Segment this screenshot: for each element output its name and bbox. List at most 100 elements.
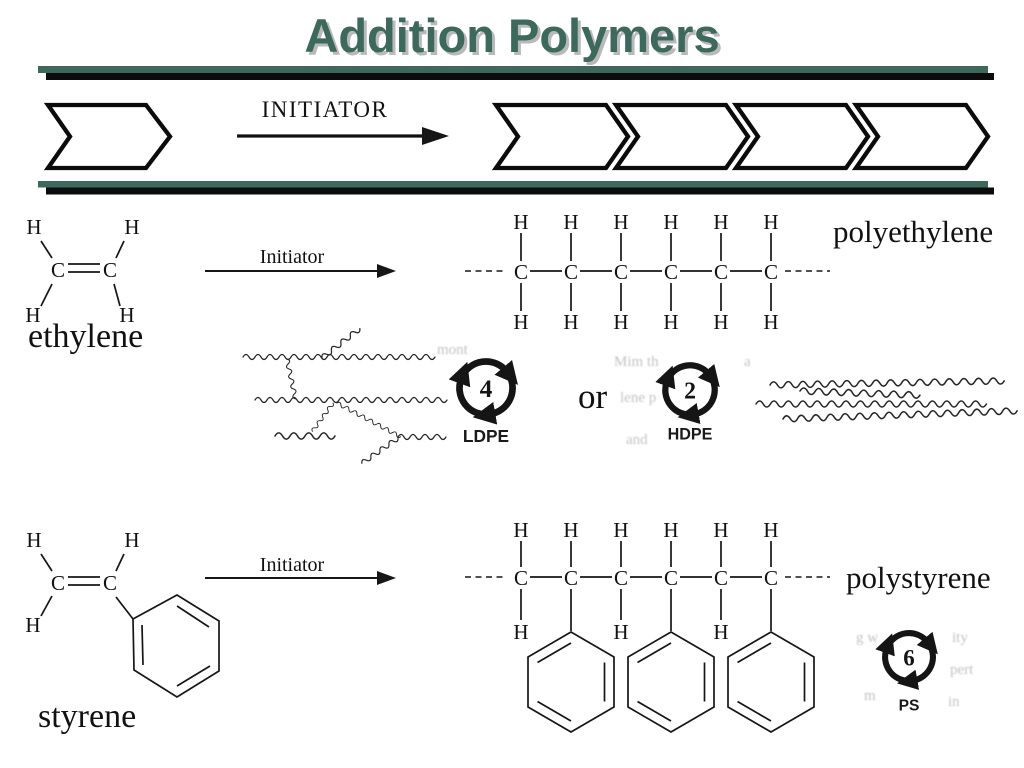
hydrogen-atom: H bbox=[613, 310, 628, 334]
hydrogen-atom: H bbox=[25, 303, 40, 327]
hydrogen-atom: H bbox=[663, 518, 678, 542]
bar-shadow bbox=[46, 187, 994, 195]
reaction-arrow-ethylene: Initiator bbox=[205, 246, 396, 278]
hydrogen-atom: H bbox=[513, 620, 528, 644]
branched-polymer-sketch bbox=[242, 325, 448, 466]
hydrogen-atom: H bbox=[763, 310, 778, 334]
polyethylene-label: polyethylene bbox=[833, 214, 993, 249]
scan-artifact: in bbox=[948, 694, 960, 710]
arrow-head-icon bbox=[377, 571, 396, 585]
hydrogen-atom: H bbox=[26, 528, 41, 552]
chevron-unit bbox=[851, 102, 991, 171]
hydrogen-atom: H bbox=[763, 210, 778, 234]
hydrogen-atom: H bbox=[25, 613, 40, 637]
polystyrene-label: polystyrene bbox=[846, 560, 991, 595]
scheme-divider-bar bbox=[38, 181, 994, 195]
hydrogen-atom: H bbox=[613, 210, 628, 234]
resin-code-number: 4 bbox=[480, 374, 493, 403]
ch-bond bbox=[40, 240, 53, 259]
resin-code-number: 2 bbox=[684, 379, 696, 405]
carbon-atom: C bbox=[714, 566, 728, 590]
carbon-atom: C bbox=[103, 258, 117, 282]
resin-code-label: LDPE bbox=[463, 426, 509, 446]
hydrogen-atom: H bbox=[563, 310, 578, 334]
title-underline-bar bbox=[38, 66, 994, 80]
ring-bonds bbox=[570, 589, 772, 631]
polystyrene-structure: H H H H H H C C C C C C H H H bbox=[465, 518, 991, 733]
carbon-atom: C bbox=[514, 260, 528, 284]
polymerization-scheme: INITIATOR bbox=[43, 97, 991, 171]
chevron-unit bbox=[731, 102, 871, 171]
resin-code-number: 6 bbox=[903, 645, 915, 670]
scan-artifacts: mont Mim th lene p and a g w ity pert in… bbox=[437, 342, 974, 710]
ethylene-label: ethylene bbox=[28, 318, 143, 355]
hydrogen-atom: H bbox=[713, 518, 728, 542]
hydrogen-atom: H bbox=[124, 215, 139, 239]
scan-artifact: mont bbox=[437, 342, 469, 358]
monomer-chevron bbox=[43, 102, 173, 171]
scan-artifact: g w bbox=[856, 630, 878, 646]
carbon-atom: C bbox=[664, 566, 678, 590]
scan-artifact: ity bbox=[952, 630, 968, 646]
linear-polymer-sketch bbox=[755, 377, 1018, 423]
hydrogen-atom: H bbox=[713, 310, 728, 334]
ch-bond bbox=[115, 240, 125, 259]
ch-bond bbox=[40, 595, 53, 617]
hydrogen-atom: H bbox=[26, 215, 41, 239]
ch-bonds-top bbox=[520, 233, 772, 261]
or-label: or bbox=[578, 377, 608, 416]
initiator-arrow-top: INITIATOR bbox=[237, 97, 449, 145]
scan-artifact: pert bbox=[950, 662, 974, 678]
ch-bond bbox=[40, 553, 53, 572]
initiator-small-label: Initiator bbox=[260, 246, 325, 268]
ldpe-recycling-symbol: 4 LDPE bbox=[453, 361, 521, 446]
benzene-ring bbox=[527, 631, 615, 733]
benzene-ring bbox=[132, 594, 220, 699]
scan-artifact: Mim th bbox=[614, 354, 659, 370]
carbon-atom: C bbox=[51, 258, 65, 282]
ethylene-structure: H H H H C C ethylene bbox=[25, 215, 143, 355]
carbon-atom: C bbox=[564, 260, 578, 284]
reaction-arrow-styrene: Initiator bbox=[205, 554, 396, 585]
scan-artifact: and bbox=[626, 432, 648, 448]
ring-bond bbox=[115, 596, 134, 620]
scan-artifact: lene p bbox=[620, 390, 656, 406]
hydrogen-atom: H bbox=[124, 528, 139, 552]
scan-artifact: m bbox=[864, 688, 876, 704]
polymer-chevrons bbox=[491, 102, 991, 171]
carbon-atom: C bbox=[714, 260, 728, 284]
hydrogen-atom: H bbox=[663, 310, 678, 334]
initiator-label: INITIATOR bbox=[262, 97, 389, 122]
ch-bonds-top bbox=[520, 541, 772, 567]
ch-bond bbox=[40, 283, 53, 307]
carbon-atom: C bbox=[764, 566, 778, 590]
ps-recycling-symbol: 6 PS bbox=[879, 633, 940, 714]
carbon-atom: C bbox=[764, 260, 778, 284]
hydrogen-atom: H bbox=[713, 620, 728, 644]
ch-bonds-bottom bbox=[520, 589, 722, 620]
carbon-atom: C bbox=[514, 566, 528, 590]
hdpe-recycling-symbol: 2 HDPE bbox=[659, 365, 722, 443]
resin-code-label: HDPE bbox=[668, 425, 713, 443]
hydrogen-atom: H bbox=[713, 210, 728, 234]
carbon-atom: C bbox=[103, 571, 117, 595]
carbon-atom: C bbox=[614, 260, 628, 284]
carbon-atom: C bbox=[614, 566, 628, 590]
hydrogen-atom: H bbox=[613, 620, 628, 644]
hydrogen-atom: H bbox=[563, 518, 578, 542]
hydrogen-atom: H bbox=[663, 210, 678, 234]
benzene-ring bbox=[627, 631, 715, 733]
ch-bonds-bottom bbox=[520, 283, 772, 311]
hydrogen-atom: H bbox=[513, 310, 528, 334]
carbon-atom: C bbox=[564, 566, 578, 590]
bar-shadow bbox=[46, 73, 994, 80]
arrow-head-icon bbox=[377, 264, 396, 278]
hydrogen-atom: H bbox=[763, 518, 778, 542]
arrow-head-icon bbox=[422, 127, 449, 145]
chevron-unit bbox=[611, 102, 751, 171]
hydrogen-atom: H bbox=[119, 303, 134, 327]
carbon-atom: C bbox=[51, 571, 65, 595]
styrene-structure: H H H C C styrene bbox=[25, 528, 220, 735]
